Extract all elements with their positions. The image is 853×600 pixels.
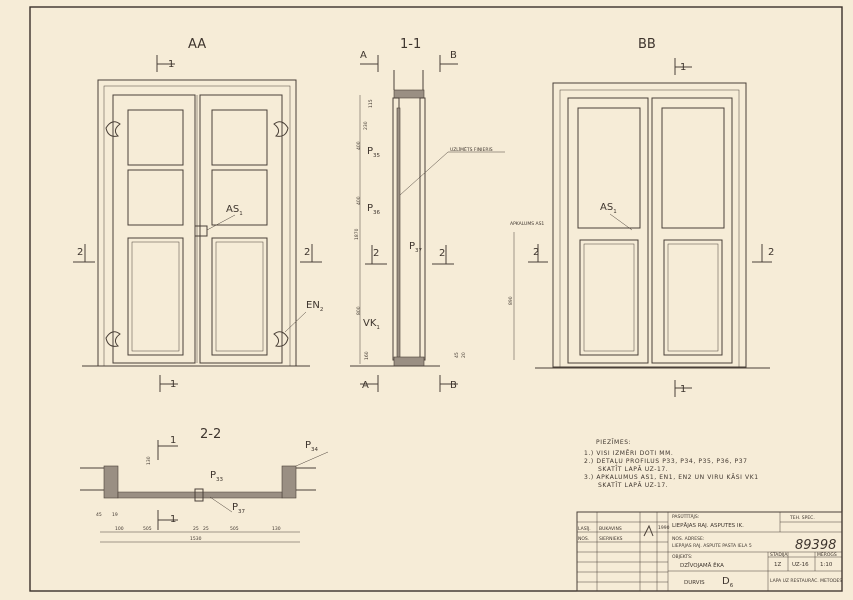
section-mark: 2	[304, 247, 310, 258]
title-block-field: BUKAVINS	[599, 526, 622, 532]
view-bb: BB 1 1 2 2 AS1 APKALUMS AS1 890	[508, 37, 774, 397]
dimension: 45	[96, 512, 102, 518]
title-block-field: 1990	[658, 525, 670, 531]
dimension: 800	[356, 306, 362, 315]
label-en2: EN2	[306, 300, 323, 313]
section-mark: B	[450, 380, 457, 391]
section-mark: B	[450, 50, 457, 61]
title-block-field: PASŪTĪTĀJS:	[672, 513, 699, 520]
label-p34: P34	[305, 440, 319, 453]
signature	[643, 524, 654, 537]
leader-note: UZLĪMĒTS FINIERIS	[450, 146, 493, 153]
title-block-field: STADIJA	[770, 552, 788, 558]
label-p35: P35	[367, 146, 381, 159]
hinge-icon	[105, 121, 289, 347]
view-aa-title: AA	[188, 37, 206, 52]
view-bb-title: BB	[638, 37, 656, 52]
dimension: 230	[363, 121, 369, 130]
label-as1: AS1	[226, 204, 243, 217]
section-1-1-title: 1-1	[400, 37, 421, 52]
title-block-field: SIERNIEKS	[599, 536, 623, 542]
label-vk1: VK1	[363, 318, 380, 331]
leader-note: APKALUMS AS1	[510, 221, 544, 227]
section-1-1: 1-1 A B A B 1870 115 230 400 400 800 160…	[350, 37, 505, 392]
label-p33: P33	[210, 470, 224, 483]
section-2-2-title: 2-2	[200, 427, 221, 442]
note-item: 1.) VISI IZMĒRI DOTI MM.	[584, 450, 673, 457]
dimension: 20	[461, 352, 467, 358]
drawing-number: 89398	[795, 538, 836, 553]
title-block-field: DURVIS	[684, 580, 705, 586]
dimension: 25	[203, 526, 209, 532]
dimension: 25	[193, 526, 199, 532]
sheet-border	[29, 6, 843, 592]
section-mark: 2	[77, 247, 83, 258]
view-aa: AA 1 1 2 2 AS1 EN2	[73, 37, 323, 392]
section-mark: 1	[680, 62, 686, 73]
dimension: 45	[454, 352, 460, 358]
note-item: SKATĪT LAPĀ UZ-17.	[598, 466, 668, 473]
dimension: 400	[356, 141, 362, 150]
dimension: 400	[356, 196, 362, 205]
dimension: 130	[146, 456, 152, 465]
title-block-field: DZĪVOJAMĀ ĒKA	[680, 562, 724, 569]
handle-icon	[194, 225, 208, 237]
label-p36: P36	[367, 203, 381, 216]
note-item: 3.) APKALUMUS AS1, EN1, EN2 UN VIRU KĀSI…	[584, 474, 759, 481]
section-mark: 2	[373, 248, 379, 259]
dimension: 115	[368, 99, 374, 108]
title-block-field: 1Z	[774, 562, 781, 568]
section-mark: 1	[170, 379, 176, 390]
title-block-field: LIEPĀJAS RAJ. ASPUTE PASTA IELA 5	[672, 542, 752, 549]
section-mark: 2	[439, 248, 445, 259]
notes-title: PIEZĪMES:	[596, 439, 631, 446]
section-mark: 1	[170, 435, 176, 446]
dimension: 890	[508, 296, 514, 305]
title-block-field: TEH. SPEC.	[789, 515, 815, 521]
title-block-field: LAPA UZ RESTAURĀC. METODES	[770, 577, 842, 584]
title-block-field: NOS.	[578, 536, 589, 542]
title-block: LASĪJ. BUKAVINS NOS. SIERNIEKS 1990 PASŪ…	[576, 511, 843, 592]
section-mark: 1	[680, 384, 686, 395]
section-mark: 2	[533, 247, 539, 258]
notes: PIEZĪMES: 1.) VISI IZMĒRI DOTI MM. 2.) D…	[584, 439, 759, 489]
part-code: D6	[722, 576, 734, 589]
label-p37: P37	[409, 241, 423, 254]
title-block-field: OBJEKTS:	[672, 554, 693, 560]
dimension: 505	[143, 526, 152, 532]
section-2-2: 2-2 1 1 100 45 19 130 505 25 25 505 130 …	[80, 427, 329, 543]
dimension: 100	[115, 526, 124, 532]
dimension: 1870	[354, 228, 360, 240]
title-block-field: LASĪJ.	[578, 525, 591, 532]
note-item: SKATĪT LAPĀ UZ-17.	[598, 482, 668, 489]
title-block-field: UZ-16	[792, 562, 809, 568]
label-p37: P37	[232, 502, 246, 515]
section-mark: A	[362, 380, 369, 391]
title-block-field: 1:10	[820, 562, 833, 568]
section-mark: 1	[168, 59, 174, 70]
label-as1: AS1	[600, 202, 617, 215]
section-mark: A	[360, 50, 367, 61]
title-block-field: LIEPĀJAS RAJ. ASPUTES IK.	[672, 522, 744, 529]
dimension: 1530	[190, 536, 202, 542]
title-block-field: NOS. ADRESE:	[672, 536, 704, 542]
section-mark: 1	[170, 514, 176, 525]
note-item: 2.) DETAĻU PROFILUS P33, P34, P35, P36, …	[584, 458, 748, 465]
dimension: 505	[230, 526, 239, 532]
dimension: 160	[364, 351, 370, 360]
dimension: 130	[272, 526, 281, 532]
title-block-field: MĒROGS	[817, 551, 837, 558]
dimension: 19	[112, 512, 118, 518]
section-mark: 2	[768, 247, 774, 258]
